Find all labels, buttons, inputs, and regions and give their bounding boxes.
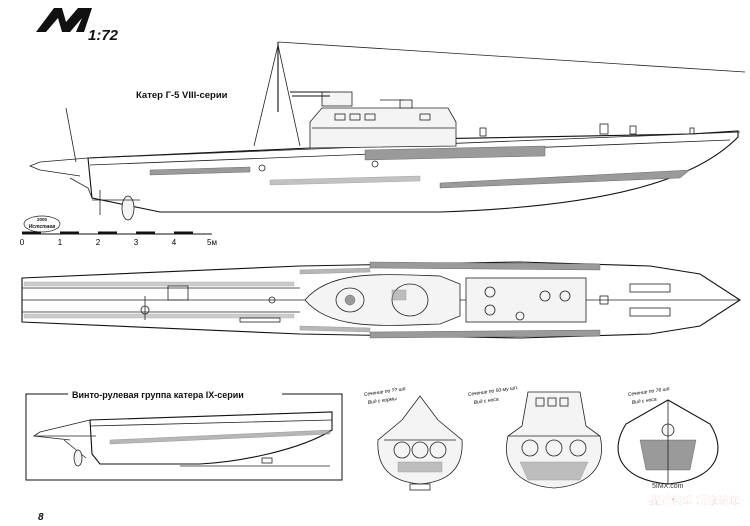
drawing-title: Катер Г-5 VIII-серии: [136, 90, 228, 101]
top-view-drawing: [21, 261, 742, 339]
scale-tick-4: 4: [172, 238, 177, 247]
section-1-label-2: Вид с кормы: [367, 396, 397, 406]
section-3-label-1: Сечение по 76 шп.: [627, 386, 671, 398]
forum-watermark: 5IMX.com 我爱模型 玩家论坛: [649, 483, 740, 507]
cross-section-1: Сечение по ?? шп. Вид с кормы: [363, 386, 463, 491]
magazine-logo: 1:72: [36, 8, 119, 44]
scale-tick-1: 1: [58, 238, 63, 247]
cross-section-2: Сечение по 50-му шп. Вид с носа: [467, 385, 602, 489]
scale-tick-2: 2: [96, 238, 101, 247]
section-2-label-1: Сечение по 50-му шп.: [467, 385, 518, 398]
stamp-year: 2000: [37, 217, 48, 222]
scale-bar: 2000 Истстаев 0 1 2 3 4 5м: [20, 215, 217, 247]
cross-section-3: Сечение по 76 шп. Вид с носа: [617, 386, 719, 485]
page-number: 8: [38, 512, 44, 523]
scale-tick-0: 0: [20, 238, 25, 247]
section-3-label-2: Вид с носа: [631, 397, 657, 406]
scale-label: 1:72: [88, 27, 119, 44]
section-2-label-2: Вид с носа: [473, 397, 499, 406]
inset-title: Винто-рулевая группа катера IX-серии: [72, 390, 244, 400]
scale-tick-3: 3: [134, 238, 139, 247]
side-profile-drawing: [28, 41, 746, 221]
inset-stern-drawing: [32, 411, 333, 467]
watermark-url: 5IMX.com: [652, 483, 684, 490]
stamp-text: Истстаев: [29, 224, 56, 230]
scale-tick-5: 5м: [207, 238, 217, 247]
section-1-label-1: Сечение по ?? шп.: [363, 386, 407, 398]
author-stamp: 2000 Истстаев: [23, 215, 61, 233]
watermark-cn: 我爱模型 玩家论坛: [649, 493, 740, 507]
